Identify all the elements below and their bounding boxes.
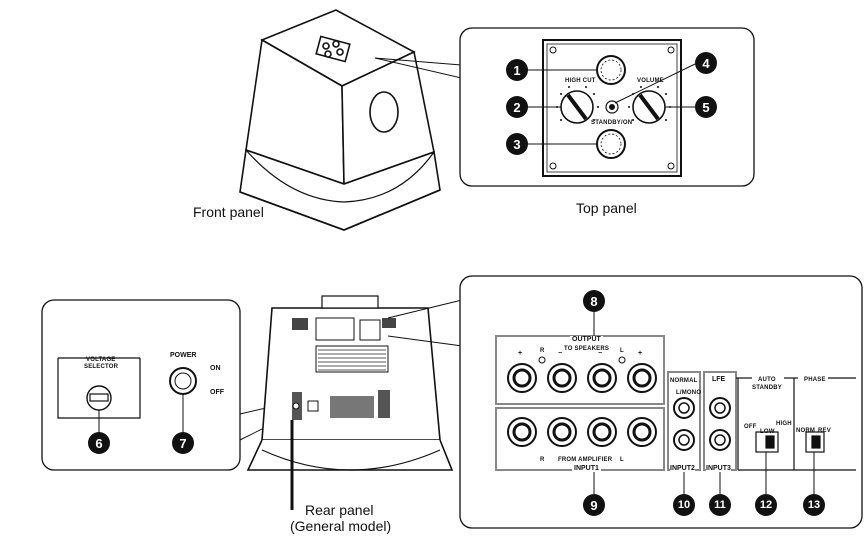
front-panel-subwoofer: [239, 9, 441, 231]
callout-leaders: [527, 63, 696, 145]
from-amplifier-label: FROM AMPLIFIER: [558, 457, 613, 463]
auto-standby-off-label: OFF: [744, 424, 757, 430]
output-label: OUTPUT: [570, 336, 603, 343]
auto-standby-low-label: LOW: [760, 429, 775, 435]
normal-label: NORMAL: [670, 378, 698, 384]
phase-norm-label: NORM: [796, 428, 816, 434]
terminal-minus-label: −: [598, 350, 603, 357]
rear-panel-model-caption: (General model): [290, 518, 392, 534]
rca-jacks: [673, 397, 731, 451]
standby-label: STANDBY: [752, 385, 782, 391]
auto-standby-high-label: HIGH: [776, 421, 792, 427]
voltage-selector: [57, 357, 141, 432]
callout-7: 7: [172, 432, 194, 454]
rear-vent-lines: [318, 349, 386, 371]
voltage-selector-label-1: VOLTAGE: [86, 357, 116, 363]
callout-3: 3: [506, 133, 528, 155]
leader-line: [387, 299, 463, 319]
rear-detail-frame: [459, 275, 863, 529]
voltage-power-frame: [41, 299, 241, 471]
top-panel-plate: [542, 39, 682, 177]
auto-label: AUTO: [758, 377, 776, 383]
speaker-terminals: [507, 356, 657, 447]
rear-callout-leaders: [593, 310, 815, 494]
callout-8: 8: [583, 290, 605, 312]
power-on-label: ON: [210, 365, 221, 372]
switch-panels: [736, 377, 856, 471]
lfe-label: LFE: [712, 376, 726, 383]
callout-2: 2: [506, 96, 528, 118]
input1-label: INPUT1: [572, 465, 601, 472]
front-panel-caption: Front panel: [193, 204, 264, 220]
high-cut-label: HIGH CUT: [565, 78, 596, 84]
voltage-selector-label-2: SELECTOR: [84, 364, 119, 370]
terminal-plus-label: +: [638, 350, 643, 357]
callout-5: 5: [695, 96, 717, 118]
power-switch: [169, 367, 197, 432]
right-channel-label: R: [540, 457, 545, 463]
mono-label: L/MONO: [676, 390, 702, 396]
power-label: POWER: [170, 352, 197, 359]
callout-1: 1: [506, 59, 528, 81]
phase-label: PHASE: [804, 377, 826, 383]
slide-switches: [755, 431, 825, 453]
callout-6: 6: [88, 432, 110, 454]
right-channel-label: R: [540, 348, 545, 354]
top-panel-caption: Top panel: [576, 200, 637, 216]
power-off-label: OFF: [210, 389, 224, 396]
callout-13: 13: [803, 494, 825, 516]
callout-9: 9: [583, 494, 605, 516]
callout-4: 4: [695, 52, 717, 74]
volume-label: VOLUME: [637, 78, 664, 84]
callout-10: 10: [673, 494, 695, 516]
input3-label: INPUT3: [706, 465, 731, 472]
left-channel-label: L: [620, 457, 624, 463]
input2-label: INPUT2: [670, 465, 695, 472]
rear-panel-caption: Rear panel: [305, 502, 374, 518]
callout-11: 11: [709, 494, 731, 516]
terminal-plus-label: +: [518, 350, 523, 357]
to-speakers-label: TO SPEAKERS: [564, 346, 610, 352]
terminal-minus-label: −: [558, 350, 563, 357]
rear-panel-unit: [246, 295, 454, 510]
standby-on-label: STANDBY/ON: [591, 120, 633, 126]
left-channel-label: L: [620, 348, 624, 354]
callout-12: 12: [755, 494, 777, 516]
phase-rev-label: REV: [818, 428, 831, 434]
